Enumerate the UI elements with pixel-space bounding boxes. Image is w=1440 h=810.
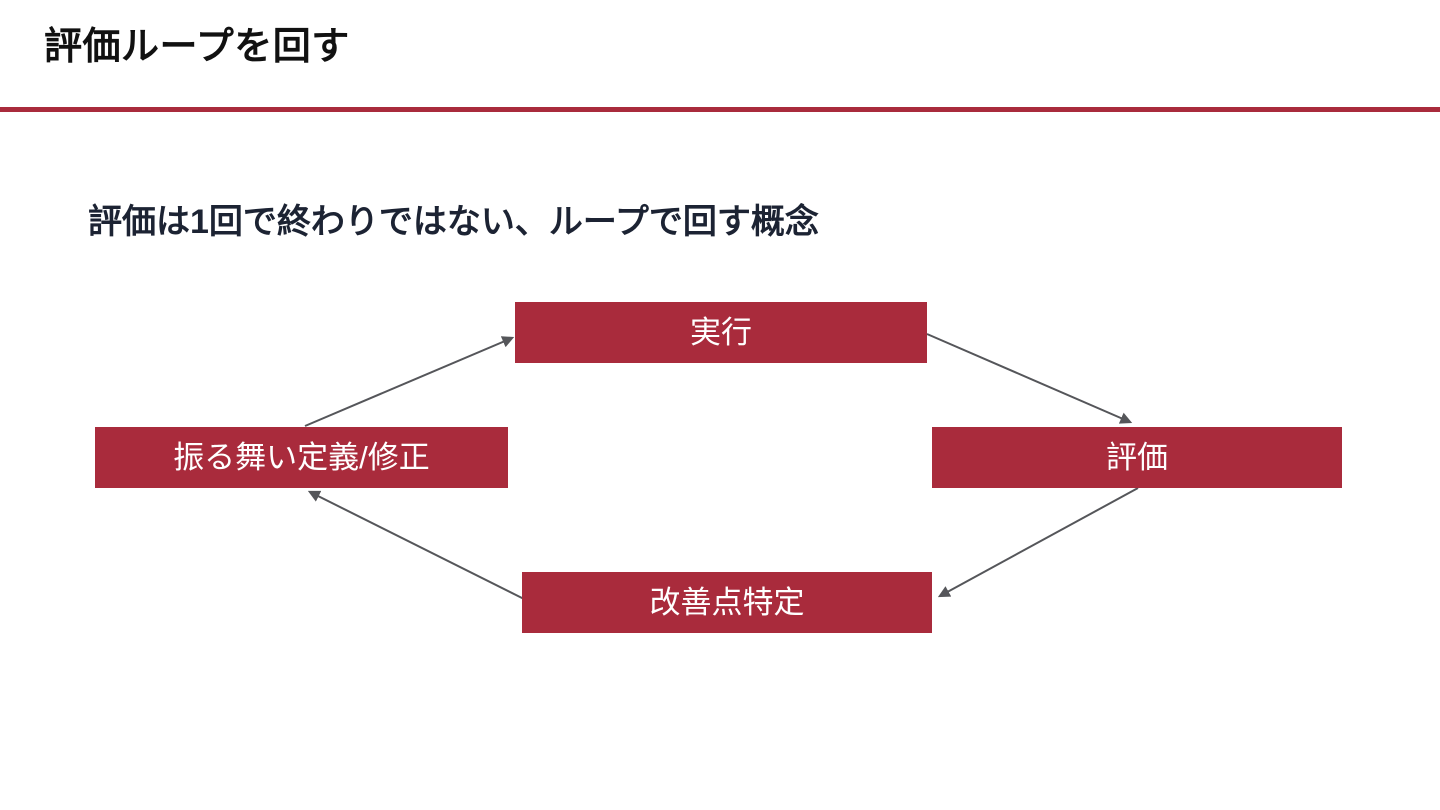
arrow-define-behavior-to-execute-icon — [304, 336, 515, 427]
slide-subtitle: 評価は1回で終わりではない、ループで回す概念 — [88, 203, 819, 241]
arrow-execute-to-evaluate-icon — [926, 333, 1133, 424]
node-define-behavior: 振る舞い定義/修正 — [95, 427, 508, 488]
arrow-identify-to-define-behavior-icon — [307, 490, 527, 601]
node-evaluate: 評価 — [932, 427, 1342, 488]
arrow-evaluate-to-identify-icon — [937, 487, 1139, 598]
node-identify-improvements: 改善点特定 — [522, 572, 932, 633]
page-title: 評価ループを回す — [44, 26, 350, 68]
node-execute: 実行 — [515, 302, 927, 363]
title-divider — [0, 107, 1440, 112]
